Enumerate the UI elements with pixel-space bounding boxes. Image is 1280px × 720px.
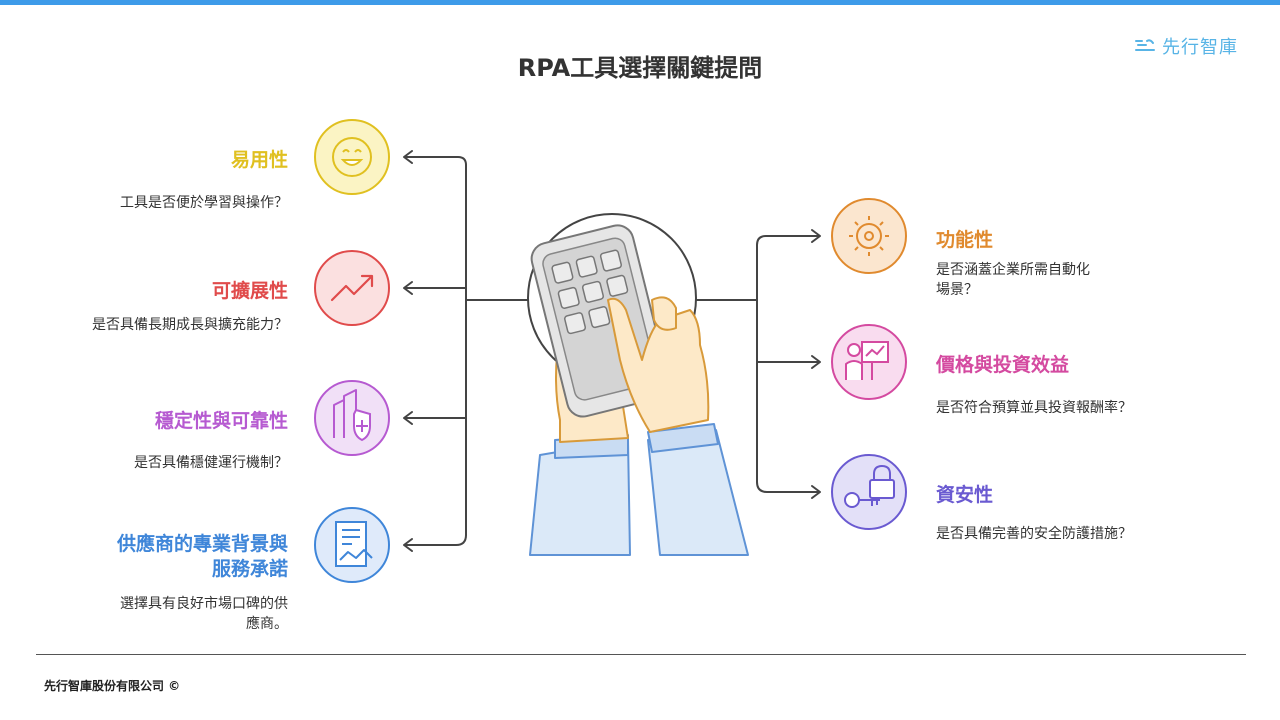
top-accent-bar: [0, 0, 1280, 5]
buildings-shield-icon: [314, 380, 390, 456]
label-vendor: 供應商的專業背景與服務承諾: [116, 533, 288, 580]
arrow-6: [811, 355, 821, 369]
contract-handshake-icon: [314, 507, 390, 583]
desc-price: 是否符合預算並具投資報酬率？: [936, 400, 1132, 416]
arrow-4: [403, 538, 413, 552]
connector-1: [404, 156, 467, 166]
label-price: 價格與投資效益: [936, 354, 1070, 376]
smiley-icon: [314, 119, 390, 195]
arrow-5: [811, 229, 821, 243]
hands-phone-icon: [527, 213, 749, 556]
trend-up-icon: [314, 250, 390, 326]
brand-logo: 先行智庫: [1134, 33, 1238, 59]
logo-text: 先行智庫: [1162, 37, 1238, 58]
presenter-chart-icon: [831, 324, 907, 400]
desc-security: 是否具備完善的安全防護措施？: [936, 526, 1132, 542]
label-functionality: 功能性: [936, 229, 994, 251]
arrow-1: [403, 150, 413, 164]
desc-stability: 是否具備穩健運行機制？: [134, 455, 288, 471]
label-scalability: 可擴展性: [211, 280, 288, 302]
page-title: RPA工具選擇關鍵提問: [517, 54, 763, 82]
connector-5: [756, 235, 819, 246]
logo-waves-icon: [1135, 39, 1155, 51]
gear-sun-icon: [831, 198, 907, 274]
label-usability: 易用性: [230, 149, 288, 171]
desc-functionality: 是否涵蓋企業所需自動化場景？: [936, 262, 1090, 298]
label-security: 資安性: [936, 484, 994, 506]
desc-scalability: 是否具備長期成長與擴充能力？: [92, 317, 288, 333]
label-stability: 穩定性與可靠性: [154, 410, 288, 432]
connector-7: [756, 481, 819, 493]
arrow-3: [403, 411, 413, 425]
desc-usability: 工具是否便於學習與操作？: [120, 195, 288, 211]
connector-4: [404, 534, 467, 546]
arrow-7: [811, 485, 821, 499]
footer-copyright: 先行智庫股份有限公司 ©: [44, 679, 181, 693]
desc-vendor: 選擇具有良好市場口碑的供應商。: [120, 596, 288, 632]
arrow-2: [403, 281, 413, 295]
lock-key-icon: [831, 454, 907, 530]
connector-lines: [403, 150, 821, 552]
footer-divider: [36, 654, 1246, 655]
